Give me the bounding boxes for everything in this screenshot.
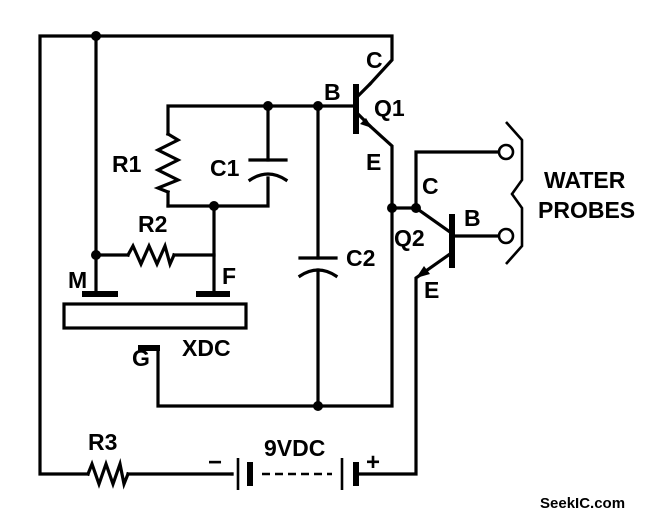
r3-label: R3: [88, 429, 117, 455]
xdc-pin-g: G: [132, 345, 150, 371]
watermark: SeekIC.com: [540, 495, 625, 512]
r2-resistor: R2: [125, 211, 177, 269]
junction-c2-top: [313, 101, 323, 111]
battery: 9VDC − +: [208, 435, 380, 490]
probes-label-line1: WATER: [544, 167, 626, 193]
q2-label: Q2: [394, 225, 425, 251]
junction-m: [91, 250, 101, 260]
q1-pin-c: C: [366, 47, 383, 73]
probe-terminal-top[interactable]: [497, 143, 515, 161]
q2-pin-e: E: [424, 277, 439, 303]
xdc-pin-m: M: [68, 267, 87, 293]
junction-q2-collector-right: [411, 203, 421, 213]
probe-terminal-bottom[interactable]: [497, 227, 515, 245]
battery-label: 9VDC: [264, 435, 325, 461]
xdc-pin-f: F: [222, 263, 236, 289]
q1-pin-e: E: [366, 149, 381, 175]
probes-label-line2: PROBES: [538, 197, 635, 223]
junction-f: [209, 201, 219, 211]
q1-transistor: Q1 B C E: [324, 47, 405, 175]
xdc-transducer: M F G XDC: [62, 263, 248, 371]
c2-capacitor: C2: [297, 245, 375, 279]
q2-pin-c: C: [422, 173, 439, 199]
battery-positive-sign: +: [366, 449, 380, 476]
water-probes: WATER PROBES: [497, 121, 635, 265]
r3-resistor: R3: [85, 429, 131, 490]
junction-c1-top: [263, 101, 273, 111]
r1-label: R1: [112, 151, 142, 177]
junctions: [91, 31, 421, 411]
q2-pin-b: B: [464, 205, 481, 231]
xdc-crystal: [62, 302, 248, 330]
c1-label: C1: [210, 155, 240, 181]
junction-q2-collector: [387, 203, 397, 213]
junction-c2-bottom: [313, 401, 323, 411]
r1-resistor: R1: [112, 131, 182, 195]
c2-label: C2: [346, 245, 375, 271]
c1-capacitor: C1: [210, 155, 289, 183]
xdc-label: XDC: [182, 335, 231, 361]
q2-transistor: Q2 B C E: [394, 173, 481, 303]
q1-pin-b: B: [324, 79, 341, 105]
junction-top-left: [91, 31, 101, 41]
battery-negative-sign: −: [208, 449, 222, 476]
q1-label: Q1: [374, 95, 405, 121]
r2-label: R2: [138, 211, 167, 237]
